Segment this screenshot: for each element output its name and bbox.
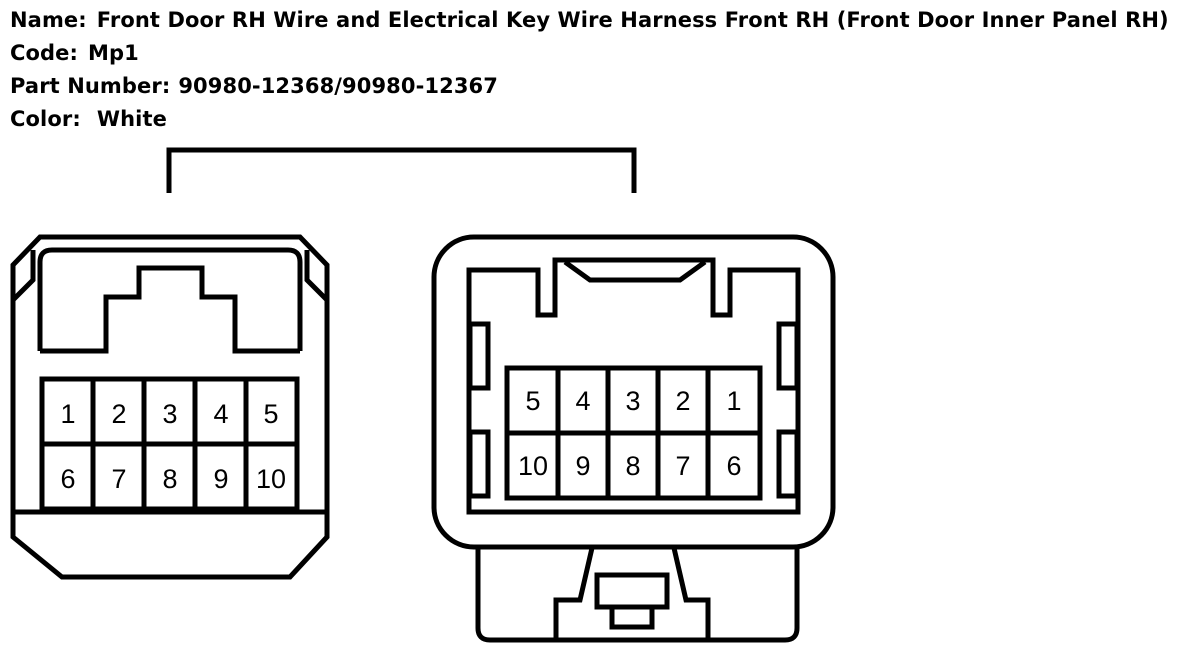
- right-pin-label: 4: [575, 386, 590, 416]
- left-pin-label: 3: [162, 399, 177, 429]
- part-number-label: Part Number:: [10, 74, 171, 98]
- part-number-line: Part Number: 90980-12368/90980-12367: [10, 70, 1169, 103]
- left-pin-label: 5: [263, 399, 278, 429]
- color-line: Color: White: [10, 103, 1169, 136]
- code-label: Code:: [10, 41, 79, 65]
- left-pin-grid: [39, 376, 300, 512]
- code-value: Mp1: [88, 41, 139, 65]
- name-line: Name: Front Door RH Wire and Electrical K…: [10, 4, 1169, 37]
- right-pin-label: 7: [675, 451, 690, 481]
- right-pin-label: 8: [625, 451, 640, 481]
- left-pin-label: 10: [256, 464, 286, 494]
- code-line: Code: Mp1: [10, 37, 1169, 70]
- left-pin-label: 1: [60, 399, 75, 429]
- right-pin-label: 2: [675, 386, 690, 416]
- right-pin-label: 5: [525, 386, 540, 416]
- name-label: Name:: [10, 8, 87, 32]
- right-pin-label: 10: [518, 451, 548, 481]
- left-pin-label: 6: [60, 464, 75, 494]
- part-number-value: 90980-12368/90980-12367: [178, 74, 498, 98]
- mating-bracket: [166, 147, 637, 193]
- left-pin-label: 7: [111, 464, 126, 494]
- left-connector-housing: [10, 234, 330, 580]
- color-label: Color:: [10, 107, 81, 131]
- connector-info: Name: Front Door RH Wire and Electrical K…: [10, 4, 1169, 136]
- color-value: White: [96, 107, 167, 131]
- left-pin-label: 8: [162, 464, 177, 494]
- right-pin-label: 3: [625, 386, 640, 416]
- left-pin-label: 4: [213, 399, 228, 429]
- right-pin-label: 9: [575, 451, 590, 481]
- right-pin-label: 1: [726, 386, 741, 416]
- right-pin-grid: [504, 365, 763, 501]
- left-pin-label: 9: [213, 464, 228, 494]
- right-connector-housing: [431, 234, 836, 643]
- left-pin-label: 2: [111, 399, 126, 429]
- right-pin-label: 6: [726, 451, 741, 481]
- name-value: Front Door RH Wire and Electrical Key Wi…: [96, 8, 1169, 32]
